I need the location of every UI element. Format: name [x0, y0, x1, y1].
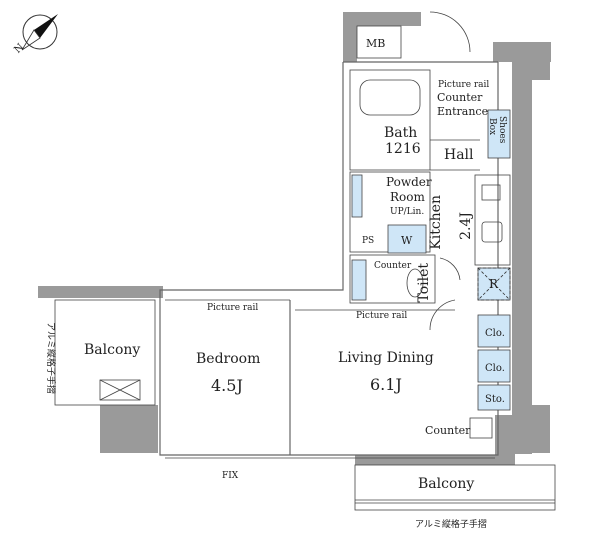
mb-label: MB	[366, 37, 385, 50]
counter-living-label: Counter	[425, 424, 471, 437]
closet-label-1: Clo.	[485, 328, 505, 339]
kitchen-label: Kitchen	[428, 195, 444, 250]
north-label: N	[12, 42, 26, 56]
bedroom-label: Bedroom	[196, 351, 260, 367]
storage-label: Sto.	[485, 394, 505, 405]
entrance-label: Entrance	[437, 105, 488, 118]
ps-label: PS	[362, 236, 374, 246]
living-dining-size-label: 6.1J	[370, 375, 402, 394]
rail-left-label: アルミ縦格子手摺	[45, 322, 57, 394]
kitchen-size-label: 2.4J	[458, 212, 474, 240]
shoes-box-label-1: Shoes	[497, 116, 507, 144]
powder-label-3: UP/Lin.	[390, 207, 424, 217]
balcony-left-label: Balcony	[84, 342, 140, 358]
compass-icon: N	[12, 14, 58, 56]
room-labels: MB Picture rail Counter Entrance Shoes B…	[45, 37, 507, 530]
counter-toilet-label: Counter	[374, 261, 412, 271]
fix-label: FIX	[222, 471, 239, 481]
powder-label-1: Powder	[386, 175, 432, 189]
counter-top-label: Counter	[437, 91, 483, 104]
bath-size-label: 1216	[385, 141, 421, 157]
picture-rail-living-label: Picture rail	[356, 311, 407, 321]
interior-walls	[54, 11, 556, 511]
shoes-box-label-2: Box	[487, 118, 497, 135]
bath-label: Bath	[384, 125, 417, 141]
bedroom-size-label: 4.5J	[211, 376, 243, 395]
powder-label-2: Room	[390, 190, 425, 204]
picture-rail-bedroom-label: Picture rail	[207, 303, 258, 313]
balcony-bottom-label: Balcony	[418, 476, 474, 492]
living-dining-label: Living Dining	[338, 350, 434, 366]
closet-label-2: Clo.	[485, 363, 505, 374]
toilet-label: Toilet	[416, 263, 432, 303]
r-label: R	[489, 277, 499, 291]
picture-rail-top-label: Picture rail	[438, 80, 489, 90]
w-label: W	[401, 234, 413, 247]
rail-bottom-label: アルミ縦格子手摺	[415, 518, 487, 530]
structural-walls	[38, 12, 551, 465]
hall-label: Hall	[444, 147, 474, 163]
